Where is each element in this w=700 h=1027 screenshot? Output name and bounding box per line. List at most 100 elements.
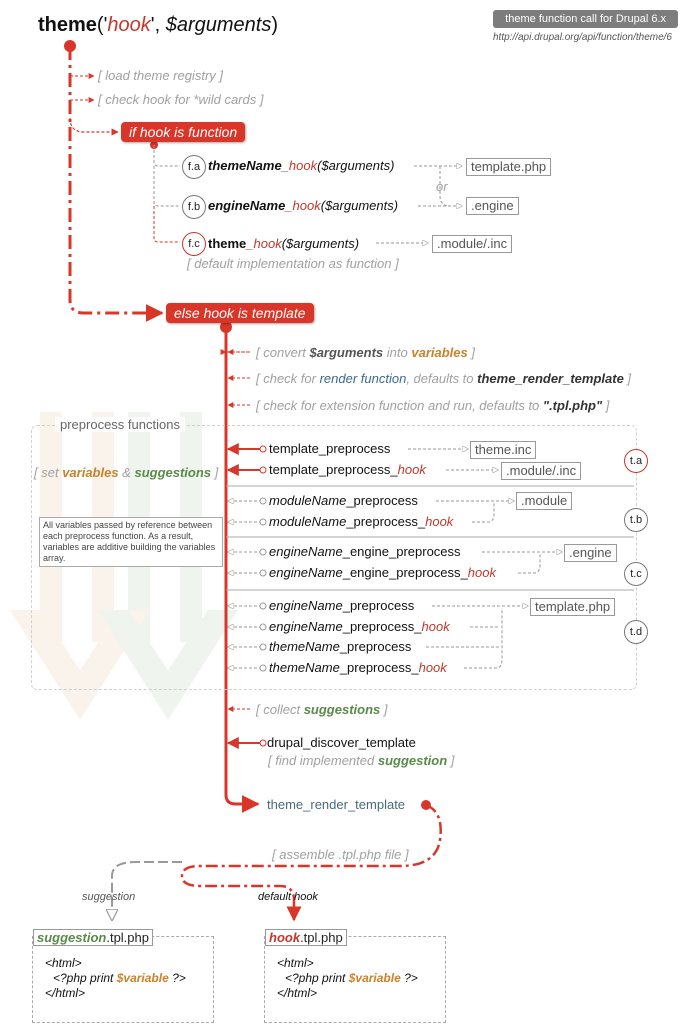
td-row-4: themeName_preprocess_hook	[269, 660, 447, 675]
title-hook: hook	[107, 14, 151, 36]
hook-code-l3: </html>	[277, 986, 318, 1000]
td-row-1: engineName_preprocess	[269, 598, 414, 613]
suggestion-file-header: suggestion.tpl.php	[33, 929, 153, 946]
suggestion-file-ext: .tpl.php	[106, 930, 149, 945]
hook-template-file: hook.tpl.php <html> <?php print $variabl…	[264, 929, 446, 1023]
badge-fa: f.a	[182, 155, 206, 179]
collect-sugg: suggestions	[303, 702, 381, 717]
suggestion-code-l3: </html>	[45, 986, 86, 1000]
step-convert: [ convert $arguments into variables ]	[256, 345, 475, 360]
badge-tc: t.c	[624, 562, 648, 586]
tb-row-2: moduleName_preprocess_hook	[269, 514, 453, 529]
step-collect: [ collect suggestions ]	[256, 702, 388, 717]
fc-call: theme_hook($arguments)	[208, 236, 359, 251]
find-sugg: suggestion	[377, 753, 448, 768]
title-args: $arguments	[165, 14, 272, 36]
collect-pre: [ collect	[256, 702, 304, 717]
tc-row-2-hook: hook	[467, 565, 496, 580]
tc-row-2-name: engineName	[269, 565, 343, 580]
badge-tb: t.b	[624, 508, 648, 532]
set-vars-suggestions: suggestions	[134, 465, 212, 480]
tb-row-2-name: moduleName	[269, 514, 347, 529]
tc-row-1: engineName_engine_preprocess	[269, 544, 461, 559]
default-impl-note: [ default implementation as function ]	[187, 256, 399, 271]
fa-call: themeName_hook($arguments)	[208, 158, 394, 173]
fb-suffix: _hook	[285, 198, 321, 213]
td-row-4-name: themeName	[269, 660, 340, 675]
tb-row-1-name: moduleName	[269, 493, 347, 508]
fa-file: template.php	[466, 158, 552, 176]
tc-row-1-suffix: _engine_preprocess	[342, 544, 461, 559]
render-template-fn: theme_render_template	[267, 797, 406, 812]
api-url[interactable]: http://api.drupal.org/api/function/theme…	[492, 32, 672, 43]
suggestion-code-l2: <?php print $variable ?>	[53, 971, 186, 985]
fa-suffix: _hook	[281, 158, 318, 173]
ta-row-1: template_preprocess	[269, 441, 391, 456]
suggestion-label: suggestion	[82, 891, 136, 903]
td-row-3-name: themeName	[269, 639, 340, 654]
tc-row-2-suffix: _engine_preprocess_	[342, 565, 468, 580]
td-file-1: template.php	[530, 598, 616, 616]
fb-name: engineName	[208, 198, 286, 213]
step-find: [ find implemented suggestion ]	[268, 753, 454, 768]
suggestion-code-l1: <html>	[45, 956, 82, 970]
convert-args: $arguments	[309, 345, 384, 360]
td-row-3: themeName_preprocess	[269, 639, 411, 654]
check-render-mid: , defaults to	[406, 371, 478, 386]
tb-row-2-suffix: _preprocess_	[346, 514, 426, 529]
suggestion-file-name: suggestion	[37, 930, 107, 945]
td-row-2: engineName_preprocess_hook	[269, 619, 450, 634]
set-variables-note: [ set variables & suggestions ]	[34, 465, 218, 480]
badge-fb: f.b	[182, 195, 206, 219]
if-function-label: if hook is function	[121, 122, 246, 142]
preprocess-panel	[31, 425, 637, 690]
tc-row-2: engineName_engine_preprocess_hook	[269, 565, 496, 580]
fc-name: theme	[208, 236, 247, 251]
tb-row-2-hook: hook	[425, 514, 454, 529]
td-row-4-hook: hook	[418, 660, 447, 675]
hook-file-header: hook.tpl.php	[265, 929, 347, 946]
check-render-fn: render function	[319, 371, 407, 386]
fc-suffix: _hook	[246, 236, 282, 251]
step-check-wild: [ check hook for *wild cards ]	[98, 92, 264, 107]
hook-file-ext: .tpl.php	[300, 930, 343, 945]
default-hook-label: default hook	[258, 891, 318, 903]
check-ext-pre: [ check for extension function and run, …	[256, 398, 543, 413]
set-vars-post: ]	[211, 465, 219, 480]
td-row-4-suffix: _preprocess_	[339, 660, 419, 675]
td-row-1-suffix: _preprocess	[342, 598, 415, 613]
badge-ta: t.a	[624, 449, 648, 473]
ta-file-2: .module/.inc	[501, 462, 582, 480]
page-title: theme('hook', $arguments)	[38, 14, 278, 37]
variables-reference-note: All variables passed by reference betwee…	[39, 517, 223, 567]
title-paren-close: )	[271, 14, 278, 36]
badge-fc: f.c	[182, 232, 206, 256]
fb-args: ($arguments)	[320, 198, 399, 213]
hook-code-l1: <html>	[277, 956, 314, 970]
td-row-2-name: engineName	[269, 619, 343, 634]
step-check-ext: [ check for extension function and run, …	[256, 398, 609, 413]
check-render-post: ]	[623, 371, 632, 386]
fc-args: ($arguments)	[281, 236, 360, 251]
preprocess-title: preprocess functions	[55, 417, 185, 432]
find-post: ]	[447, 753, 455, 768]
fc-file: .module/.inc	[432, 235, 513, 253]
td-row-1-name: engineName	[269, 598, 343, 613]
td-row-2-hook: hook	[421, 619, 450, 634]
td-row-2-suffix: _preprocess_	[342, 619, 422, 634]
version-tag: theme function call for Drupal 6.x	[493, 10, 678, 28]
hook-file-name: hook	[269, 930, 301, 945]
title-fn-name: theme	[38, 14, 97, 36]
convert-mid: into	[383, 345, 412, 360]
ta-row-2-name: template_preprocess_	[269, 462, 398, 477]
check-render-pre: [ check for	[256, 371, 320, 386]
step-assemble: [ assemble .tpl.php file ]	[272, 847, 409, 862]
convert-post: ]	[467, 345, 475, 360]
or-label: or	[436, 179, 448, 194]
title-paren-open: ('	[96, 14, 108, 36]
check-ext-fn: ".tpl.php"	[542, 398, 603, 413]
convert-vars: variables	[411, 345, 468, 360]
ta-file-1: theme.inc	[470, 441, 537, 459]
set-vars-pre: [ set	[34, 465, 63, 480]
else-template-label: else hook is template	[166, 303, 314, 323]
